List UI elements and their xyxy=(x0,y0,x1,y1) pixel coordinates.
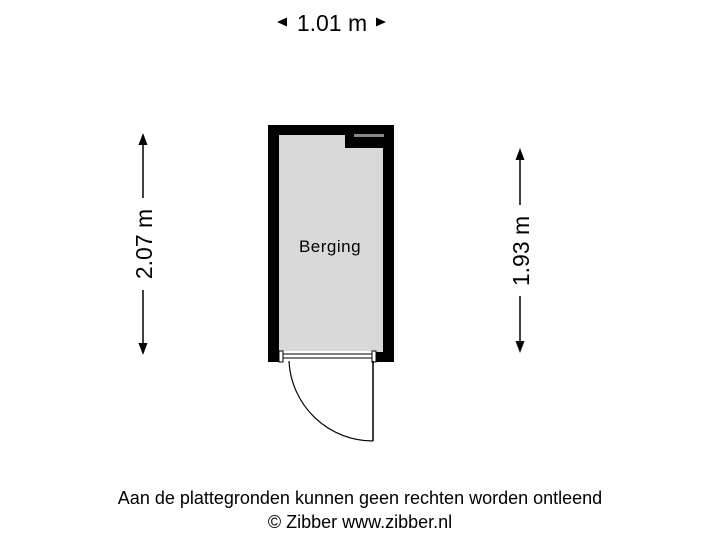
copyright-text: © Zibber www.zibber.nl xyxy=(267,512,453,532)
room-label: Berging xyxy=(299,237,361,256)
disclaimer-text: Aan de plattegronden kunnen geen rechten… xyxy=(117,488,603,508)
wall-notch xyxy=(345,135,383,148)
door-swing xyxy=(288,360,374,442)
door-opening xyxy=(282,351,373,362)
down-arrow-icon xyxy=(138,343,148,355)
left-dimension: 2.07 m xyxy=(131,133,157,355)
right-dimension: 1.93 m xyxy=(508,148,534,353)
top-dimension-label: 1.01 m xyxy=(297,10,367,36)
top-dimension: 1.01 m xyxy=(277,10,386,36)
up-arrow-icon xyxy=(515,148,525,160)
left-dimension-label: 2.07 m xyxy=(131,209,157,279)
room-floor xyxy=(279,135,383,352)
storage-room: Berging xyxy=(268,125,394,363)
ventilation-grille-icon xyxy=(354,134,384,137)
down-arrow-icon xyxy=(515,341,525,353)
door-swing-arc xyxy=(288,360,374,442)
door-jamb-left xyxy=(278,350,284,363)
right-dimension-label: 1.93 m xyxy=(508,216,534,286)
left-arrow-icon xyxy=(277,17,287,27)
up-arrow-icon xyxy=(138,133,148,145)
right-arrow-icon xyxy=(376,17,386,27)
door-jamb-right xyxy=(371,350,377,363)
